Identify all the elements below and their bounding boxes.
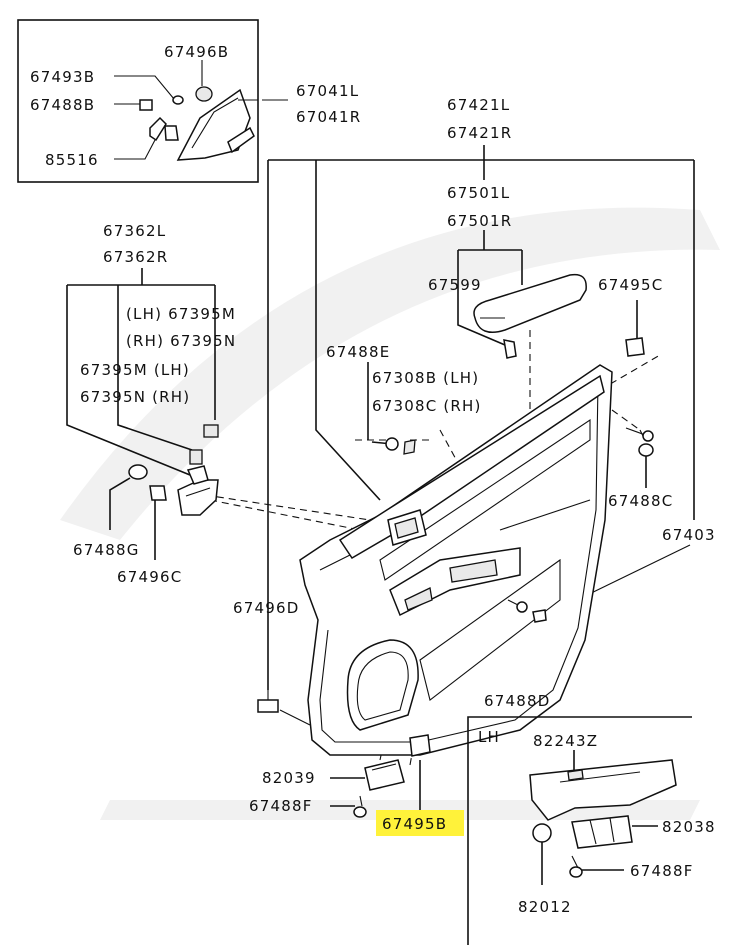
label-67493B: 67493B <box>30 68 95 86</box>
label-67041R: 67041R <box>296 108 361 126</box>
label-lh-67395M: (LH) 67395M <box>126 305 236 323</box>
inset-mirror-cover <box>17 19 259 183</box>
label-67488F: 67488F <box>249 797 313 815</box>
label-67421L: 67421L <box>447 96 510 114</box>
label-67496D: 67496D <box>233 599 299 617</box>
label-67308B: 67308B (LH) <box>372 369 479 387</box>
label-67501L: 67501L <box>447 184 510 202</box>
label-lh-inset: LH <box>478 728 500 746</box>
label-67488G: 67488G <box>73 541 140 559</box>
label-67495B[interactable]: 67495B <box>382 815 447 833</box>
label-67488E: 67488E <box>326 343 390 361</box>
label-rh-67395N: (RH) 67395N <box>126 332 236 350</box>
label-82038: 82038 <box>662 818 716 836</box>
label-67308C: 67308C (RH) <box>372 397 482 415</box>
armrest-pad <box>473 273 587 359</box>
fasteners <box>257 337 654 818</box>
label-67395N-rh: 67395N (RH) <box>80 388 190 406</box>
inset-lh-switch <box>467 716 692 945</box>
highlight-67495B <box>376 810 464 836</box>
label-67395M-lh: 67395M (LH) <box>80 361 190 379</box>
label-67488C: 67488C <box>608 492 673 510</box>
label-67421R: 67421R <box>447 124 512 142</box>
label-67488D: 67488D <box>484 692 550 710</box>
label-67488B: 67488B <box>30 96 95 114</box>
label-67496B: 67496B <box>164 43 229 61</box>
label-67599: 67599 <box>428 276 482 294</box>
door-trim-panel <box>299 364 613 756</box>
label-82012: 82012 <box>518 898 572 916</box>
label-67403: 67403 <box>662 526 716 544</box>
pull-handle-bracket <box>128 424 219 516</box>
label-85516: 85516 <box>45 151 99 169</box>
label-82243Z: 82243Z <box>533 732 598 750</box>
label-82039: 82039 <box>262 769 316 787</box>
label-67501R: 67501R <box>447 212 512 230</box>
label-67362R: 67362R <box>103 248 168 266</box>
label-67495C: 67495C <box>598 276 663 294</box>
label-67496C: 67496C <box>117 568 182 586</box>
label-67041L: 67041L <box>296 82 359 100</box>
label-67488F-inset: 67488F <box>630 862 694 880</box>
label-67362L: 67362L <box>103 222 166 240</box>
